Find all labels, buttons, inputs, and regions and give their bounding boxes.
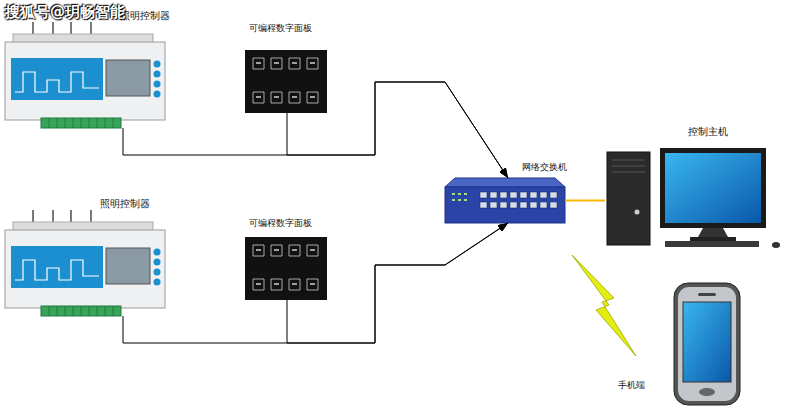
phone-screen — [683, 302, 731, 382]
device-node: 网络交换机 — [445, 178, 565, 223]
monitor-frame — [660, 148, 766, 228]
device-node: 控制主机 — [605, 148, 785, 250]
connector-line — [123, 223, 508, 343]
device-node: 可编程数字面板 — [245, 237, 327, 300]
controller-device — [5, 22, 165, 128]
device-label: 可编程数字面板 — [249, 23, 312, 34]
device-label: 手机端 — [618, 380, 645, 391]
connector-line — [287, 223, 508, 343]
device-label: 网络交换机 — [522, 162, 567, 173]
keyboard — [665, 241, 759, 247]
phone-button — [699, 388, 715, 396]
switch-ports — [480, 192, 557, 208]
watermark: 搜狐号@玥畅智能 — [5, 3, 125, 22]
wireless-bolt — [572, 255, 636, 356]
device-label: 可编程数字面板 — [249, 218, 312, 229]
digital-panel — [245, 237, 327, 300]
monitor-base — [690, 237, 736, 241]
device-node: 照明控制器 — [5, 210, 165, 316]
phone-shell — [674, 283, 740, 405]
drive-bays — [612, 160, 645, 172]
controller-device — [5, 210, 165, 316]
monitor-stand — [698, 228, 728, 237]
phone-speaker — [698, 293, 716, 296]
pc-tower — [607, 152, 650, 245]
device-node: 手机端 — [674, 283, 740, 405]
mouse — [772, 242, 780, 248]
device-label: 控制主机 — [688, 126, 728, 138]
network-cable — [565, 200, 605, 202]
switch-leds — [452, 194, 467, 200]
switch-top — [445, 178, 565, 187]
switch-front — [445, 187, 565, 223]
device-label: 照明控制器 — [100, 198, 150, 210]
device-node: 可编程数字面板 — [245, 50, 327, 113]
device-node: 照明控制器 — [5, 22, 165, 128]
power-button — [635, 210, 640, 215]
connector-line — [123, 82, 508, 178]
device-label: 照明控制器 — [120, 10, 170, 22]
digital-panel — [245, 50, 327, 113]
connector-line — [287, 82, 508, 178]
monitor-screen — [665, 153, 761, 223]
phone-body — [678, 287, 736, 401]
